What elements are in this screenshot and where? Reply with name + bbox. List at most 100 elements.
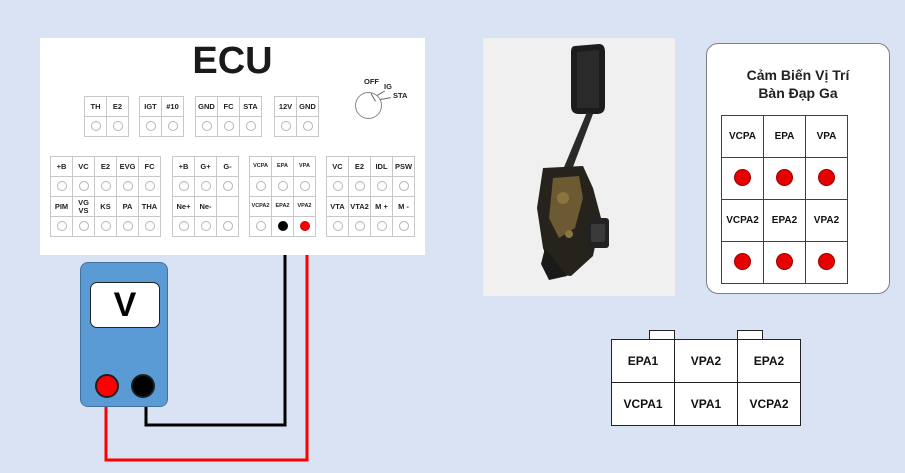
pin-hole[interactable]	[78, 180, 89, 191]
connector-pin-label: VPA1	[674, 382, 738, 426]
pin-label: VPA2	[293, 196, 316, 217]
pin-label: EPA2	[271, 196, 294, 217]
pin-hole[interactable]	[90, 120, 101, 131]
pin-hole[interactable]	[332, 180, 343, 191]
accelerator-pedal-photo	[483, 38, 675, 296]
red-probe-jack[interactable]	[95, 374, 119, 398]
pin-label: IGT	[139, 96, 162, 117]
pin-hole[interactable]	[398, 220, 409, 231]
pin-label: #10	[161, 96, 184, 117]
ecu-title: ECU	[192, 40, 273, 82]
pin-hole[interactable]	[144, 220, 155, 231]
ecu-bottom-group-1: +B VC E2 EVG FC PIM VG VS KS PA THA	[50, 156, 161, 237]
pin-label: IDL	[370, 156, 393, 177]
pin-label: G+	[194, 156, 217, 177]
sensor-pin-dot[interactable]	[818, 252, 835, 270]
pin-hole[interactable]	[200, 220, 211, 231]
pin-label: FC	[138, 156, 161, 177]
pin-hole[interactable]	[354, 220, 365, 231]
ecu-top-group-2: IGT#10	[139, 96, 184, 137]
sensor-pin-dot[interactable]	[734, 168, 751, 186]
pin-label: TH	[84, 96, 107, 117]
pin-hole[interactable]	[280, 120, 291, 131]
pin-hole[interactable]	[122, 180, 133, 191]
pin-label: VC	[326, 156, 349, 177]
pin-label: VPA	[293, 156, 316, 177]
pin-hole[interactable]	[332, 220, 343, 231]
pin-label: PA	[116, 196, 139, 217]
pin-hole[interactable]	[255, 220, 266, 231]
sensor-pin-label: VPA2	[805, 199, 848, 242]
sensor-title: Cảm Biến Vị Trí Bàn Đạp Ga	[707, 66, 889, 102]
pin-label: Ne+	[172, 196, 195, 217]
pin-hole[interactable]	[302, 120, 313, 131]
pin-hole[interactable]	[376, 180, 387, 191]
voltmeter: V	[80, 262, 168, 407]
voltmeter-display: V	[90, 282, 160, 328]
pin-hole[interactable]	[200, 180, 211, 191]
pin-hole[interactable]	[255, 180, 266, 191]
pin-hole[interactable]	[122, 220, 133, 231]
pin-hole[interactable]	[178, 220, 189, 231]
pin-hole-epa2[interactable]	[277, 220, 288, 231]
pin-hole[interactable]	[56, 180, 67, 191]
pin-hole[interactable]	[277, 180, 288, 191]
pin-label: THA	[138, 196, 161, 217]
pin-hole[interactable]	[100, 180, 111, 191]
connector-pin-label: EPA2	[737, 339, 801, 383]
pin-label: +B	[172, 156, 195, 177]
pedal-position-sensor-card: Cảm Biến Vị Trí Bàn Đạp Ga VCPA EPA VPA …	[706, 43, 890, 294]
pin-label: PSW	[392, 156, 415, 177]
connector-lock-tab	[649, 330, 675, 339]
sensor-pin-dot[interactable]	[776, 252, 793, 270]
pin-label: GND	[296, 96, 319, 117]
pin-hole[interactable]	[78, 220, 89, 231]
sensor-pin-label: VPA	[805, 115, 848, 158]
key-tick	[379, 97, 391, 100]
ignition-key-switch[interactable]	[355, 92, 382, 119]
pin-hole-vpa2[interactable]	[299, 220, 310, 231]
connector-pin-label: VCPA2	[737, 382, 801, 426]
pin-label: EPA	[271, 156, 294, 177]
pin-label: VC	[72, 156, 95, 177]
sensor-pin-dot[interactable]	[818, 168, 835, 186]
pin-hole[interactable]	[56, 220, 67, 231]
pin-hole[interactable]	[222, 220, 233, 231]
sensor-pin-label: EPA2	[763, 199, 806, 242]
pin-hole[interactable]	[376, 220, 387, 231]
pin-hole[interactable]	[245, 120, 256, 131]
pin-label: PIM	[50, 196, 73, 217]
sensor-pin-label: VCPA	[721, 115, 764, 158]
pin-hole[interactable]	[145, 120, 156, 131]
sensor-pin-label: EPA	[763, 115, 806, 158]
pin-hole[interactable]	[222, 180, 233, 191]
key-tick	[376, 90, 386, 96]
pin-label: Ne-	[194, 196, 217, 217]
connector-pin-label: EPA1	[611, 339, 675, 383]
key-off-label: OFF	[364, 77, 379, 86]
pin-hole[interactable]	[167, 120, 178, 131]
pin-label: M -	[392, 196, 415, 217]
pin-hole[interactable]	[144, 180, 155, 191]
pin-label: VCPA2	[249, 196, 272, 217]
sensor-pin-dot[interactable]	[734, 252, 751, 270]
pin-hole[interactable]	[398, 180, 409, 191]
sensor-pin-label: VCPA2	[721, 199, 764, 242]
pin-label: KS	[94, 196, 117, 217]
black-probe-jack[interactable]	[131, 374, 155, 398]
accelerator-pedal-illustration	[483, 38, 675, 296]
sensor-pin-dot[interactable]	[776, 168, 793, 186]
ecu-bottom-group-3: VCPA EPA VPA VCPA2 EPA2 VPA2	[249, 156, 316, 237]
pin-label: VG VS	[72, 196, 95, 217]
pin-hole[interactable]	[201, 120, 212, 131]
pin-hole[interactable]	[299, 180, 310, 191]
connector-pin-label: VCPA1	[611, 382, 675, 426]
pin-label: E2	[348, 156, 371, 177]
pin-hole[interactable]	[112, 120, 123, 131]
pin-label: M +	[370, 196, 393, 217]
pin-hole[interactable]	[223, 120, 234, 131]
pin-hole[interactable]	[354, 180, 365, 191]
pin-hole[interactable]	[178, 180, 189, 191]
pin-hole[interactable]	[100, 220, 111, 231]
